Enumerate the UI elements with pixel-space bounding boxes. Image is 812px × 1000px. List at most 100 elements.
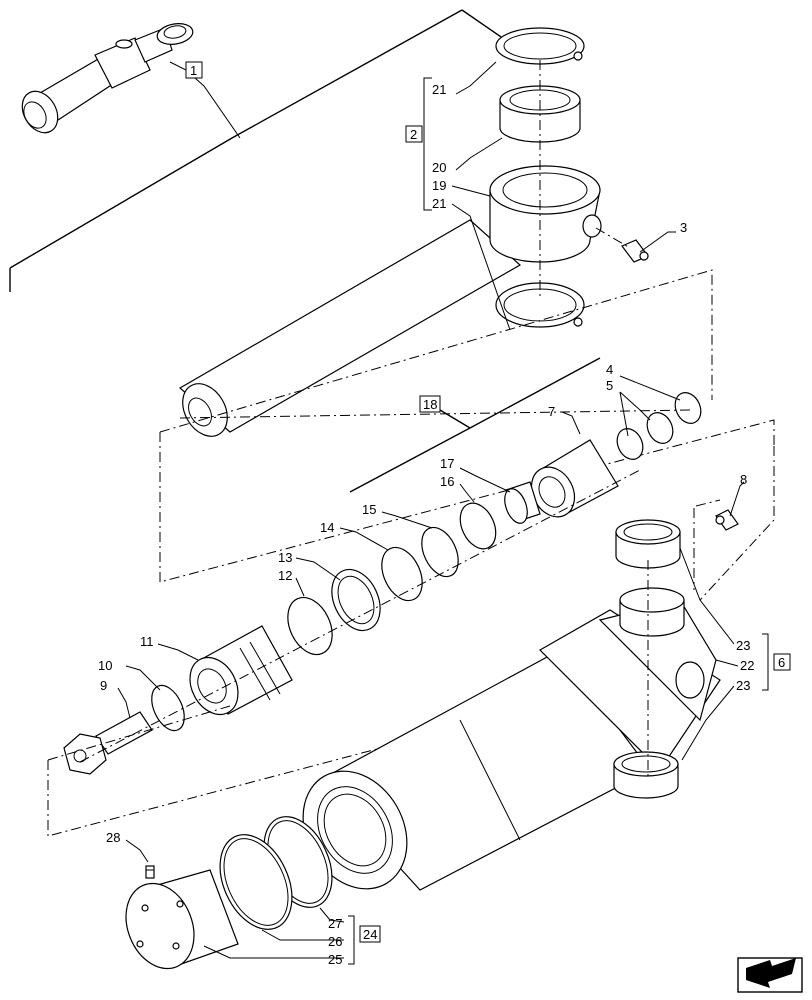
envelope [47, 705, 231, 761]
leader-line [451, 203, 511, 331]
callout-23a: 23 [736, 638, 750, 653]
callout-27: 27 [328, 916, 342, 931]
leader-line [715, 659, 739, 667]
callout-10: 10 [98, 658, 112, 673]
callout-26: 26 [328, 934, 342, 949]
callout-18: 18 [423, 397, 437, 412]
callout-11: 11 [140, 634, 154, 649]
backup-ring-part [223, 838, 289, 926]
seal-ring-part [381, 546, 423, 602]
leader-line [679, 547, 735, 645]
label-box [773, 653, 791, 671]
label-box [419, 395, 441, 413]
callout-8: 8 [740, 472, 747, 487]
grease-fitting-part [715, 509, 739, 531]
callout-3: 3 [680, 220, 687, 235]
callout-23b: 23 [736, 678, 750, 693]
bushing-part [615, 519, 681, 569]
callout-6: 6 [778, 655, 785, 670]
leader-line [639, 231, 676, 253]
callout-14: 14 [320, 520, 334, 535]
bushing-part [504, 481, 541, 524]
centerline [179, 409, 691, 419]
leader-line [561, 411, 581, 435]
leader-line [319, 907, 345, 923]
snap-ring-part [495, 27, 585, 65]
piston-seal-part [337, 575, 375, 625]
callout-13: 13 [278, 550, 292, 565]
leader-line [681, 685, 735, 761]
seal-ring-part [459, 502, 497, 550]
backup-ring-part [646, 412, 674, 444]
leader-line [295, 577, 305, 597]
callout-21a: 21 [432, 82, 446, 97]
leader-line [125, 665, 161, 691]
wear-ring-part [287, 596, 333, 656]
backup-ring-part [219, 834, 293, 930]
bracket [762, 633, 769, 691]
bracket [348, 915, 355, 965]
leader-line [125, 839, 149, 863]
envelope [699, 446, 775, 601]
callout-12: 12 [278, 568, 292, 583]
centerline [79, 469, 641, 763]
envelope [47, 689, 601, 837]
callout-20: 20 [432, 160, 446, 175]
callout-5: 5 [606, 378, 613, 393]
callout-19: 19 [432, 178, 446, 193]
callout-labels: 1 2 21 20 19 21 3 4 5 7 18 17 16 15 14 1… [98, 61, 791, 967]
label-box [359, 925, 381, 943]
next-page-arrow-icon[interactable] [737, 957, 803, 993]
callout-16: 16 [440, 474, 454, 489]
o-ring-part [674, 392, 702, 424]
leader-line [455, 137, 503, 171]
label-box [185, 61, 203, 79]
callout-15: 15 [362, 502, 376, 517]
piston-rod-part [178, 165, 602, 437]
leader-line [459, 467, 511, 493]
group-line [469, 357, 601, 429]
callout-21b: 21 [432, 196, 446, 211]
end-cap-part [125, 869, 239, 970]
callout-24: 24 [363, 927, 377, 942]
bracket [423, 77, 432, 211]
leader-line [157, 643, 199, 661]
o-ring-part [151, 684, 185, 732]
centerline [595, 227, 631, 249]
callout-28: 28 [106, 830, 120, 845]
leader-line [381, 511, 433, 529]
envelope [695, 499, 721, 507]
leader-line [169, 61, 241, 139]
callout-1: 1 [190, 63, 197, 78]
bushing-part [613, 751, 679, 799]
leader-line [459, 483, 475, 503]
leader-line [203, 945, 344, 959]
envelope [159, 419, 775, 583]
label-box [405, 125, 423, 143]
leader-line [295, 557, 341, 581]
callout-25: 25 [328, 952, 342, 967]
backup-ring-part [616, 428, 644, 460]
leader-line [339, 527, 389, 551]
leader-line [619, 391, 629, 437]
leader-line [729, 481, 745, 517]
piston-part [189, 625, 293, 716]
cylinder-barrel-part [302, 599, 721, 891]
leader-line [117, 687, 131, 719]
callout-22: 22 [740, 658, 754, 673]
callout-7: 7 [548, 404, 555, 419]
screw-part [145, 865, 155, 879]
leader-line [619, 375, 681, 401]
callout-4: 4 [606, 362, 613, 377]
envelope [159, 269, 713, 433]
callout-2: 2 [410, 127, 417, 142]
barrel-boss-part [619, 587, 685, 637]
piston-seal-part [331, 568, 381, 632]
leader-line [619, 391, 651, 421]
leader-line [261, 929, 344, 941]
frame-line [9, 9, 463, 269]
grease-fitting-part [621, 239, 649, 263]
bolt-part [63, 711, 153, 775]
callout-9: 9 [100, 678, 107, 693]
